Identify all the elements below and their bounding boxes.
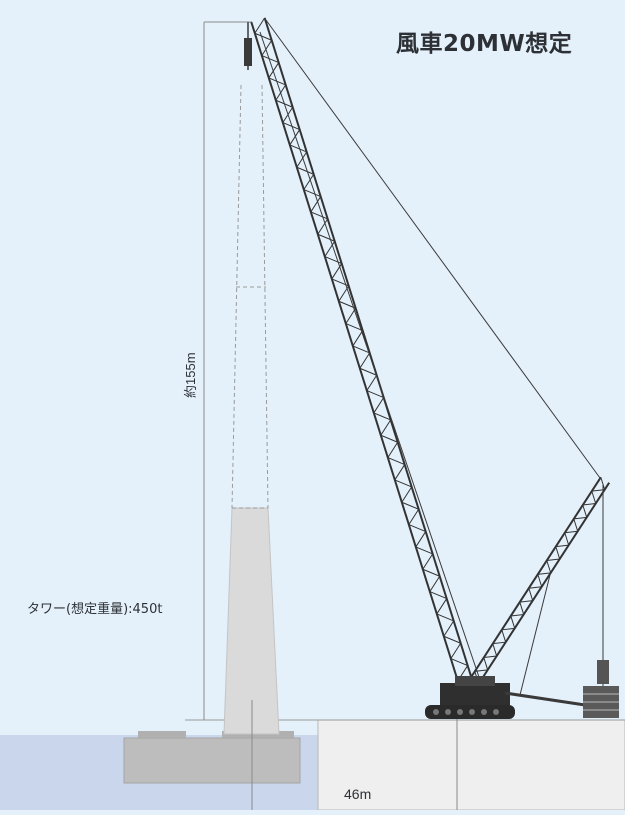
hook-block [597, 660, 609, 684]
crane-body [425, 676, 586, 719]
barge-block-left [138, 731, 186, 739]
barge-block-right [222, 731, 294, 739]
height-label: 約155m [183, 352, 198, 398]
main-boom [250, 17, 476, 693]
distance-label: 46m [344, 786, 372, 802]
luffing-jib [464, 476, 611, 692]
main-hook [244, 22, 252, 70]
tower-weight-label: タワー(想定重量):450t [27, 602, 163, 617]
page-title: 風車20MW想定 [396, 31, 573, 57]
boom-cables [259, 19, 601, 696]
counterweight [583, 686, 619, 718]
tower-dashed-outline [231, 84, 269, 509]
barge [123, 737, 301, 784]
quay [317, 719, 625, 811]
height-dimension [203, 21, 252, 720]
